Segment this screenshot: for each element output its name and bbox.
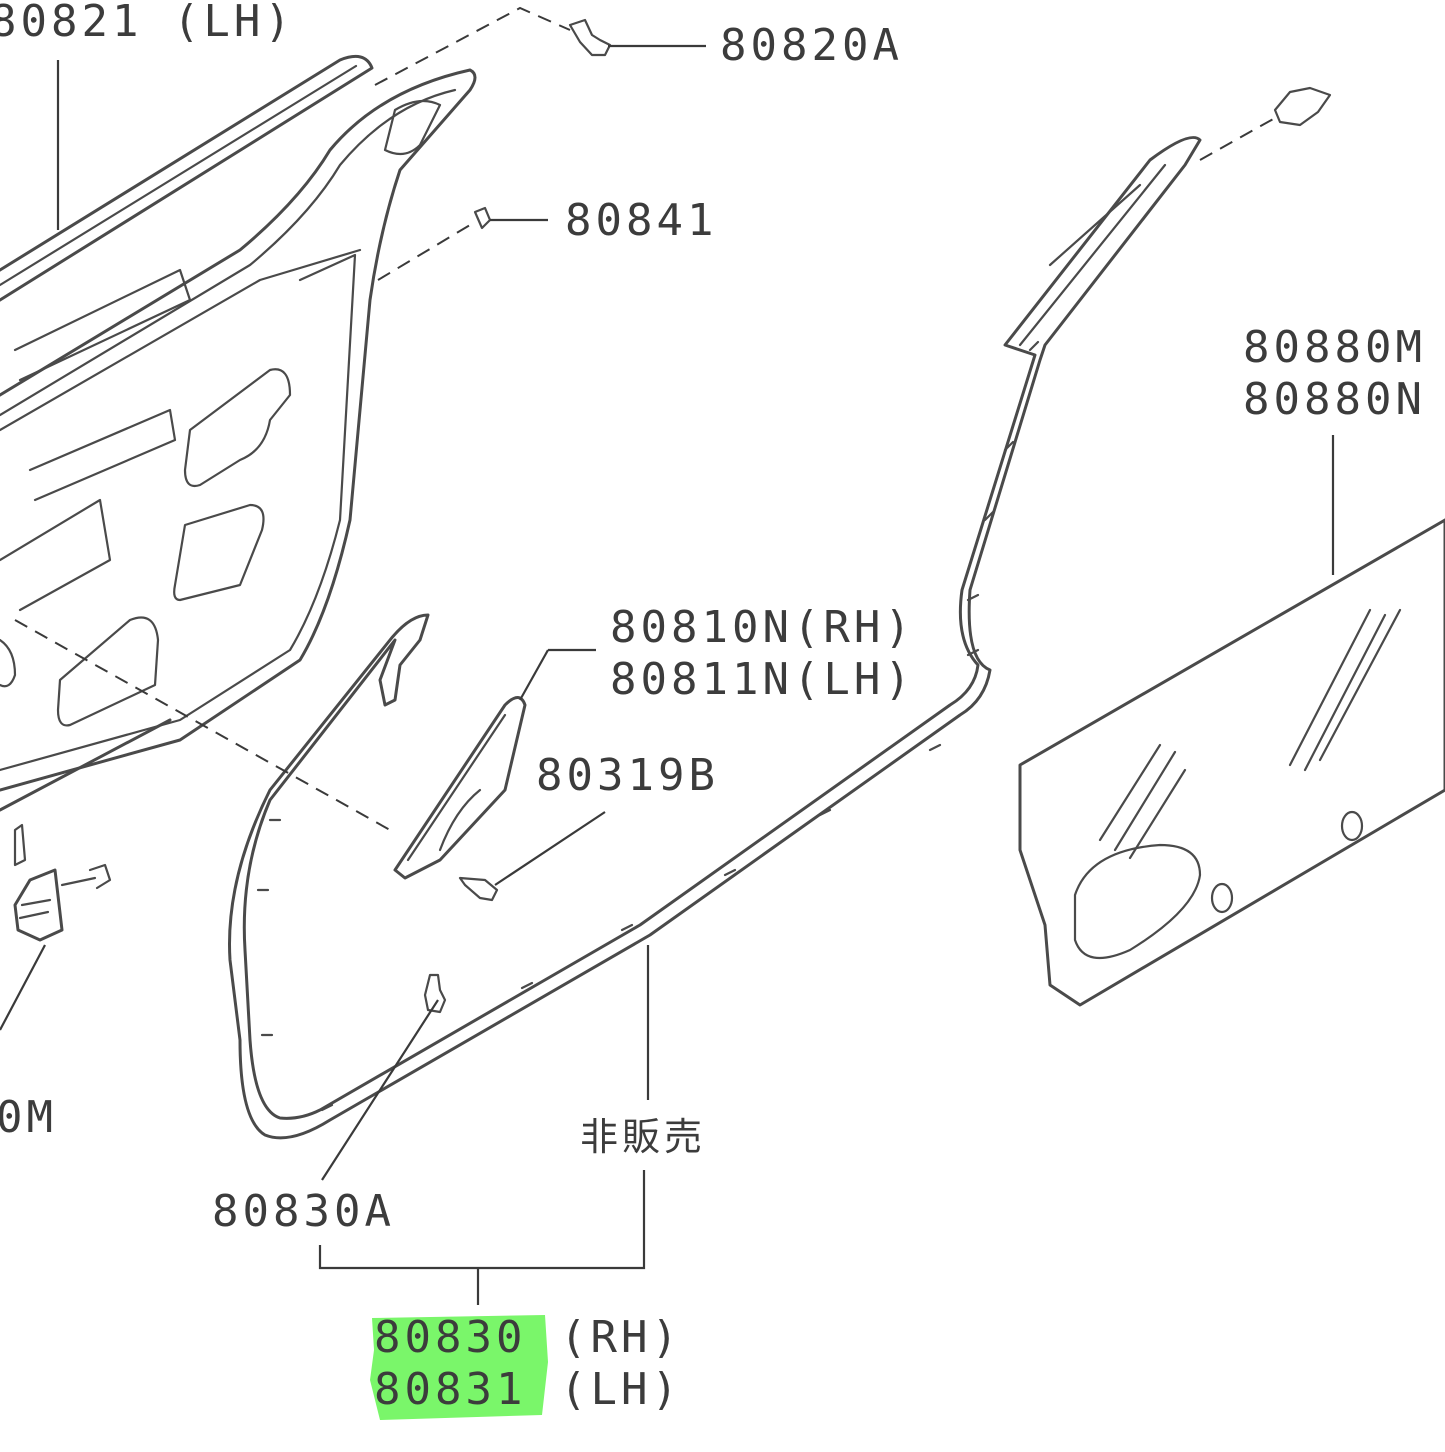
highlight-80830-80831: [370, 1315, 548, 1420]
door-sash-moulding: [393, 648, 606, 902]
door-clips-top: [14, 6, 706, 831]
label-80810N: 80810N(RH): [610, 602, 915, 653]
door-weatherstrip: [228, 86, 1332, 1305]
label-not-for-sale: 非販売: [580, 1115, 706, 1159]
label-80821: 80821 (LH): [0, 0, 295, 47]
label-80841: 80841: [565, 195, 717, 246]
label-80880N: 80880N: [1243, 374, 1426, 425]
label-80830-number: 80830: [374, 1312, 526, 1363]
label-80830-side: (RH): [560, 1312, 682, 1363]
label-80880M: 80880M: [1243, 322, 1426, 373]
label-0M: 0M: [0, 1092, 57, 1143]
door-window-glass: [1018, 435, 1445, 1007]
door-check-link: [0, 823, 112, 1031]
label-80830A: 80830A: [212, 1186, 395, 1237]
label-80831-side: (LH): [560, 1364, 682, 1415]
label-80319B: 80319B: [536, 750, 719, 801]
label-80820A: 80820A: [720, 20, 903, 71]
label-80811N: 80811N(LH): [610, 654, 915, 705]
label-80831-number: 80831: [374, 1364, 526, 1415]
door-inner-panel: [0, 54, 477, 812]
